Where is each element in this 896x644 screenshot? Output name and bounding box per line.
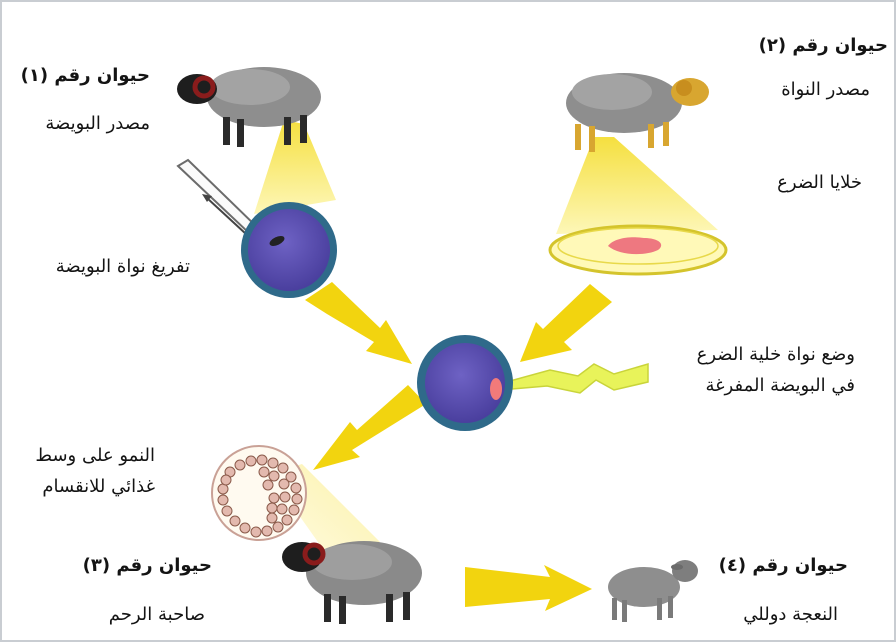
arrow-icon-surrogate-to-dolly xyxy=(465,565,592,611)
animal-2-title: حيوان رقم (٢) xyxy=(759,35,888,57)
animal-4-title: حيوان رقم (٤) xyxy=(719,555,848,577)
animal-3-role: صاحبة الرحم xyxy=(109,604,205,626)
insert-nucleus-label-line-2: في البويضة المفرغة xyxy=(705,375,855,397)
animal-3-title: حيوان رقم (٣) xyxy=(83,555,212,577)
egg-cell-icon-enucleated xyxy=(241,202,337,298)
sheep-icon-animal-2 xyxy=(566,73,709,152)
pipette-icon xyxy=(178,160,258,234)
embryo-icon xyxy=(212,446,306,540)
animal-2-role: مصدر النواة xyxy=(781,79,870,101)
enucleate-label: تفريغ نواة البويضة xyxy=(56,256,190,278)
egg-cell-icon-nucleus-transfer xyxy=(417,335,513,431)
sheep-icon-animal-3 xyxy=(282,541,422,624)
light-ray-1 xyxy=(254,120,336,214)
udder-cells-label: خلايا الضرع xyxy=(777,172,862,194)
arrow-icon-egg-to-center xyxy=(305,282,412,364)
animal-1-role: مصدر البويضة xyxy=(45,113,150,135)
petri-dish-icon xyxy=(550,226,726,274)
arrow-icon-dish-to-center xyxy=(520,284,612,362)
culture-label-line-2: غذائي للانقسام xyxy=(42,476,155,498)
culture-label-line-1: النمو على وسط xyxy=(35,445,155,467)
insert-nucleus-label-line-1: وضع نواة خلية الضرع xyxy=(697,344,855,366)
light-ray-2 xyxy=(556,137,718,234)
animal-4-role: النعجة دوللي xyxy=(743,604,838,626)
arrow-icon-center-to-culture xyxy=(313,385,426,470)
animal-1-title: حيوان رقم (١) xyxy=(21,65,150,87)
lamb-icon-animal-4 xyxy=(608,560,698,622)
electric-spark-icon xyxy=(510,364,648,393)
